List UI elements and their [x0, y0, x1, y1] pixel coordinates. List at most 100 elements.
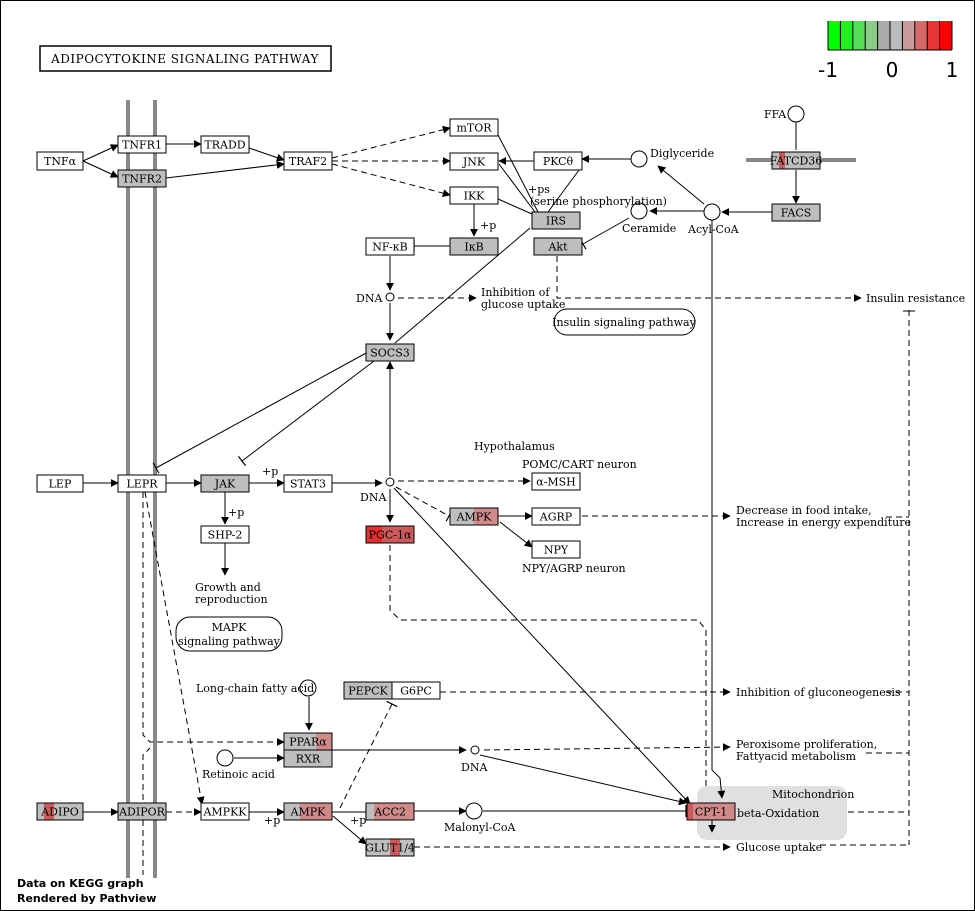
gene-node-label: TNFR2 — [122, 173, 162, 186]
compound-retinoic-acid[interactable] — [216, 749, 234, 767]
gene-node-box — [118, 475, 166, 492]
gene-node-ampk[interactable]: AMPK — [283, 802, 333, 821]
gene-node-amsh[interactable]: α-MSH — [531, 472, 581, 491]
gene-node-facs[interactable]: FACS — [771, 203, 821, 222]
gene-node-shp2[interactable]: SHP-2 — [200, 525, 250, 544]
gene-node-label: LEP — [49, 478, 72, 491]
compound-diglyceride-label: Diglyceride — [650, 147, 714, 160]
gene-expression-stripe — [374, 803, 414, 820]
growth-label-2: reproduction — [195, 593, 268, 606]
dna-node-3 — [470, 745, 480, 755]
gene-node-border — [531, 507, 581, 526]
dna-label-1: DNA — [356, 292, 383, 305]
gene-node-ikb[interactable]: IκB — [449, 237, 499, 256]
gene-node-lepr[interactable]: LEPR — [117, 474, 167, 493]
gene-node-label: IRS — [546, 215, 566, 228]
gene-node-label: AMPKK — [202, 806, 247, 819]
gene-node-label: ADIPOR — [118, 806, 166, 819]
gene-node-border — [283, 151, 333, 171]
compound-ceramide[interactable] — [630, 202, 648, 220]
gene-node-adipo[interactable]: ADIPO — [36, 802, 84, 821]
gene-node-box — [37, 475, 83, 492]
gene-node-border — [200, 474, 250, 493]
gene-node-jnk[interactable]: JNK — [449, 152, 499, 171]
gene-node-box — [532, 508, 580, 525]
gene-node-border — [365, 237, 415, 256]
gene-node-border — [449, 507, 499, 526]
gene-node-socs3[interactable]: SOCS3 — [365, 343, 415, 362]
gene-node-glut[interactable]: GLUT1/4 — [365, 838, 415, 857]
gene-node-mtor[interactable]: mTOR — [449, 118, 499, 137]
gene-node-stat3[interactable]: STAT3 — [283, 474, 333, 493]
inhibition-glucose-2: glucose uptake — [481, 298, 565, 311]
gene-node-tnfr1[interactable]: TNFR1 — [117, 135, 167, 154]
food-intake-label-2: Increase in energy expenditure — [736, 516, 911, 529]
gene-node-tnfa[interactable]: TNFα — [36, 151, 84, 171]
gene-node-tradd[interactable]: TRADD — [200, 135, 250, 154]
plus-p-acc2: +p — [350, 814, 366, 827]
gene-node-irs[interactable]: IRS — [531, 211, 581, 230]
legend-swatch — [828, 21, 841, 50]
gene-expression-stripe — [779, 152, 785, 169]
gene-node-pepck[interactable]: PEPCK — [343, 681, 393, 700]
gene-node-label: AGRP — [539, 511, 573, 524]
hypothalamus-label: Hypothalamus — [474, 440, 555, 453]
gene-node-rxr[interactable]: RXR — [283, 749, 333, 768]
gene-node-acc2[interactable]: ACC2 — [365, 802, 415, 821]
gene-node-ampk-hyp[interactable]: AMPK — [449, 507, 499, 526]
gene-node-pgc1a[interactable]: PGC-1α — [365, 525, 415, 544]
gene-node-npy[interactable]: NPY — [531, 540, 581, 559]
gene-node-box — [450, 187, 498, 204]
compound-malonyl-coa[interactable] — [465, 802, 483, 820]
compound-acylcoa[interactable] — [703, 203, 721, 221]
gene-node-adipor[interactable]: ADIPOR — [117, 802, 167, 821]
gene-node-ikk[interactable]: IKK — [449, 186, 499, 205]
gene-node-label: JAK — [214, 478, 236, 491]
footer-line-1: Data on KEGG graph — [17, 877, 144, 890]
gene-node-g6pc[interactable]: G6PC — [391, 681, 441, 700]
legend-swatch — [852, 21, 866, 50]
gene-expression-stripe — [366, 526, 382, 543]
gene-node-label: G6PC — [400, 685, 432, 698]
gene-node-border — [36, 151, 84, 171]
gene-node-nfkb[interactable]: NF-κB — [365, 237, 415, 256]
gene-node-box — [118, 136, 166, 153]
inhibition-glucose-1: Inhibition of — [481, 286, 550, 299]
gene-node-tnfr2[interactable]: TNFR2 — [117, 169, 167, 188]
compound-diglyceride[interactable] — [630, 150, 648, 168]
pomc-neuron-label: POMC/CART neuron — [522, 458, 637, 471]
annotations: DNA DNA DNA +p +ps (serine phosphorylati… — [195, 183, 965, 854]
gene-node-label: JNK — [462, 156, 486, 169]
gene-node-jak[interactable]: JAK — [200, 474, 250, 493]
gene-node-agrp[interactable]: AGRP — [531, 507, 581, 526]
glucose-uptake-label: Glucose uptake — [736, 841, 822, 854]
legend-swatch — [927, 21, 940, 50]
compound-long-chain-fatty-acid[interactable] — [299, 679, 317, 697]
gene-node-box — [532, 212, 580, 229]
compound-ceramide-label: Ceramide — [622, 222, 676, 235]
gene-node-border — [200, 802, 250, 821]
mapk-pathway-link[interactable] — [175, 616, 283, 652]
gene-node-border — [117, 169, 167, 188]
gene-node-cpt1[interactable]: CPT-1 — [686, 802, 736, 821]
gene-node-box — [450, 153, 498, 170]
gene-node-akt[interactable]: Akt — [533, 237, 583, 256]
gene-node-lep[interactable]: LEP — [36, 474, 84, 493]
gene-node-fatcd36[interactable]: FATCD36 — [770, 151, 823, 170]
gene-node-box — [392, 682, 440, 699]
gene-node-border — [449, 237, 499, 256]
peroxisome-label-1: Peroxisome proliferation, — [736, 738, 877, 751]
gene-node-box — [284, 152, 332, 170]
gene-node-box — [118, 170, 166, 187]
gene-node-pkc[interactable]: PKCθ — [533, 151, 583, 171]
insulin-pathway-link[interactable] — [553, 308, 696, 336]
gene-node-label: PPARα — [289, 736, 327, 749]
compound-ffa[interactable] — [787, 105, 805, 123]
gene-node-border — [771, 203, 821, 222]
gene-node-box — [344, 682, 392, 699]
gene-node-ppara[interactable]: PPARα — [283, 732, 333, 751]
gene-node-traf2[interactable]: TRAF2 — [283, 151, 333, 171]
gene-node-border — [365, 343, 415, 362]
gene-node-ampkk[interactable]: AMPKK — [200, 802, 250, 821]
legend-max-label: 1 — [946, 58, 959, 82]
